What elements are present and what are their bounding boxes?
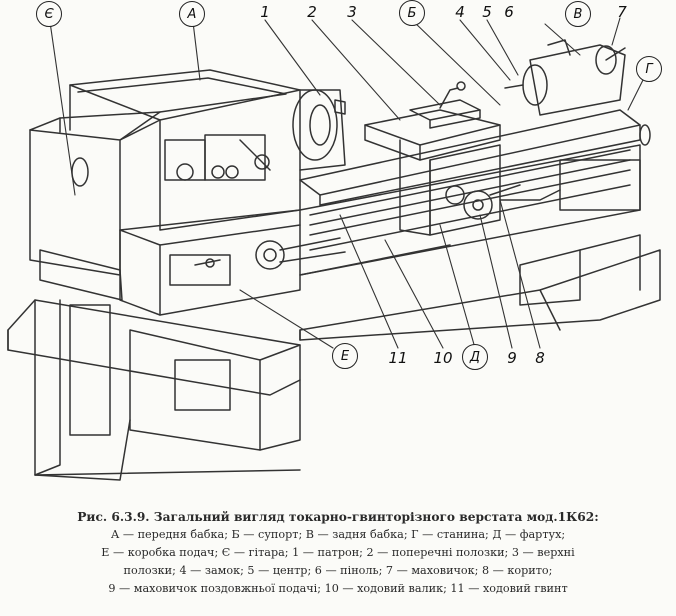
label-v: В: [565, 1, 591, 27]
label-3: 3: [347, 3, 357, 21]
label-4: 4: [455, 3, 465, 21]
label-8: 8: [535, 349, 545, 367]
label-7: 7: [617, 3, 627, 21]
label-2: 2: [307, 3, 317, 21]
label-b: Б: [399, 0, 425, 26]
label-g: Г: [636, 56, 662, 82]
apron-d: [429, 144, 561, 236]
lathe-figure: Є А 1 2 3 Б 4 5 6 В 7 Г Е 11 10 Д 9 8: [7, 0, 662, 481]
tailstock-v: [504, 39, 626, 116]
caption-legend-line: Е — коробка подач; Є — гітара; 1 — патро…: [101, 546, 575, 559]
caption-title: Рис. 6.3.9. Загальний вигляд токарно-гви…: [77, 510, 599, 524]
lathe-drawing: [7, 17, 661, 481]
label-1: 1: [260, 3, 270, 21]
caption-legend-line: 9 — маховичок поздовжньої подачі; 10 — х…: [108, 582, 568, 595]
figure-caption: Рис. 6.3.9. Загальний вигляд токарно-гви…: [8, 508, 668, 598]
carriage-b: [364, 81, 501, 236]
label-5: 5: [482, 3, 492, 21]
label-e: Е: [332, 343, 358, 369]
leader-lines: [49, 17, 646, 349]
feed-box-e: [119, 209, 346, 316]
label-11: 11: [388, 349, 408, 367]
caption-legend-line: полозки; 4 — замок; 5 — центр; 6 — пінол…: [123, 564, 553, 577]
bed-rear-base: [299, 234, 661, 341]
caption-legend-line: А — передня бабка; Б — супорт; В — задня…: [110, 528, 566, 541]
gearbox-ye: [29, 111, 161, 276]
label-9: 9: [507, 349, 517, 367]
label-d: Д: [462, 344, 488, 370]
label-a: А: [179, 1, 205, 27]
label-ye: Є: [36, 1, 62, 27]
label-6: 6: [504, 3, 514, 21]
bed-g: [299, 109, 651, 276]
machine-base: [7, 249, 301, 481]
headstock: [69, 69, 346, 231]
label-10: 10: [433, 349, 453, 367]
